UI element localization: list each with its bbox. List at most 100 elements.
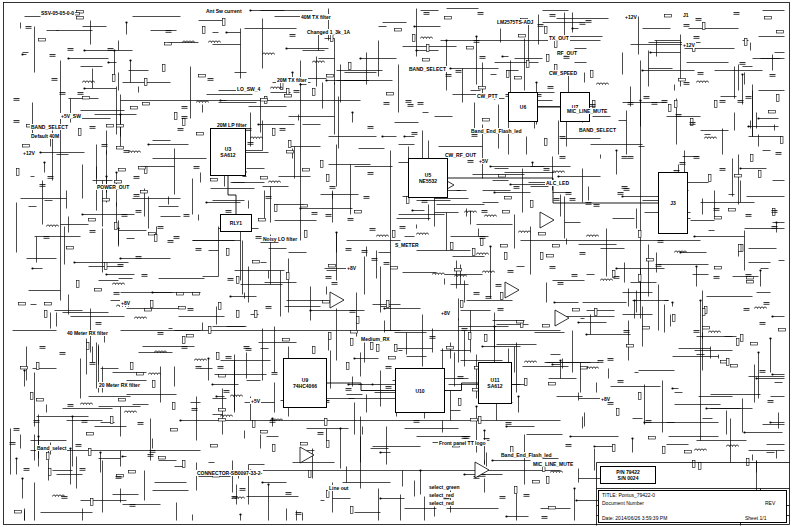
capacitor-symbol	[694, 157, 700, 159]
junction-dot	[757, 351, 759, 353]
inductor-symbol	[197, 101, 209, 103]
capacitor-plate	[208, 80, 214, 81]
wire	[202, 105, 203, 113]
wire	[521, 240, 701, 241]
wire	[29, 290, 61, 291]
resistor-symbol	[165, 43, 172, 46]
capacitor-plate	[96, 322, 102, 323]
resistor-symbol	[155, 235, 158, 242]
wire	[591, 144, 643, 145]
net-label: Changed 1_3k_1A	[306, 29, 351, 35]
resistor-symbol	[137, 373, 144, 376]
wire	[107, 274, 135, 275]
wire	[336, 309, 337, 361]
capacitor-plate	[550, 268, 556, 269]
capacitor-plate	[116, 476, 122, 477]
capacitor-symbol	[544, 169, 550, 171]
wire	[750, 43, 751, 51]
inductor-symbol	[221, 415, 233, 416]
wire	[530, 227, 531, 275]
capacitor-plate	[524, 494, 530, 495]
capacitor-plate	[618, 194, 624, 195]
ic-box: U974HC4066	[283, 358, 327, 408]
capacitor-plate	[462, 436, 468, 437]
wire	[349, 384, 373, 385]
resistor-symbol	[517, 321, 524, 324]
resistor-symbol	[539, 233, 546, 236]
wire	[241, 284, 283, 285]
junction-dot	[573, 487, 575, 489]
capacitor-symbol	[506, 423, 512, 425]
resistor-symbol	[467, 47, 474, 50]
capacitor-plate	[192, 408, 198, 409]
wire	[446, 213, 447, 251]
capacitor-symbol	[414, 421, 420, 423]
resistor-symbol	[351, 339, 354, 346]
capacitor-symbol	[770, 75, 776, 77]
wire	[564, 13, 565, 37]
wire	[29, 206, 37, 207]
wire	[486, 453, 487, 467]
capacitor-symbol	[558, 283, 564, 285]
wire	[196, 397, 197, 441]
capacitor-plate	[312, 214, 318, 215]
resistor-symbol	[747, 281, 754, 284]
resistor-symbol	[525, 379, 528, 386]
net-label: 20M LP filter	[216, 122, 248, 128]
resistor-symbol	[759, 171, 762, 178]
wire	[711, 408, 741, 409]
capacitor-symbol	[538, 25, 544, 27]
capacitor-symbol	[560, 137, 566, 139]
wire	[498, 105, 499, 149]
capacitor-plate	[480, 476, 486, 477]
wire	[450, 343, 451, 359]
wire	[99, 406, 141, 407]
resistor-symbol	[735, 175, 742, 178]
capacitor-symbol	[386, 367, 392, 369]
wire	[524, 435, 525, 485]
wire	[461, 360, 503, 361]
resistor-symbol	[533, 481, 540, 484]
net-label: +5V_SW	[60, 113, 82, 119]
wire	[179, 316, 225, 317]
wire	[169, 328, 173, 329]
wire	[543, 22, 581, 23]
resistor-symbol	[747, 459, 750, 466]
wire	[535, 332, 565, 333]
capacitor-plate	[136, 258, 142, 259]
inductor-symbol	[709, 331, 721, 333]
resistor-symbol	[87, 433, 94, 436]
capacitor-plate	[566, 446, 572, 447]
wire	[451, 284, 469, 285]
inductor-symbol	[483, 271, 495, 273]
wire	[630, 87, 631, 107]
capacitor-plate	[52, 78, 58, 79]
capacitor-symbol	[90, 231, 96, 233]
capacitor-plate	[760, 372, 766, 373]
capacitor-symbol	[26, 27, 32, 29]
wire	[181, 420, 561, 421]
wire	[699, 396, 733, 397]
wire	[761, 268, 769, 269]
capacitor-plate	[362, 250, 368, 251]
wire	[593, 116, 611, 117]
wire	[697, 440, 747, 441]
wire	[248, 201, 249, 209]
capacitor-plate	[68, 406, 74, 407]
wire	[85, 50, 133, 51]
capacitor-symbol	[746, 97, 752, 99]
wire	[270, 235, 271, 285]
capacitor-plate	[90, 364, 96, 365]
wire	[659, 264, 709, 265]
capacitor-symbol	[14, 99, 20, 101]
wire	[565, 36, 603, 37]
wire	[21, 198, 67, 199]
wire	[23, 52, 29, 53]
title-block: TITLE: Pontus_79422-0Document NumberREVD…	[598, 490, 787, 523]
capacitor-plate	[326, 276, 332, 277]
junction-dot	[621, 195, 623, 197]
junction-dot	[347, 383, 349, 385]
capacitor-plate	[62, 498, 68, 499]
wire	[763, 150, 771, 151]
resistor-symbol	[325, 419, 328, 426]
